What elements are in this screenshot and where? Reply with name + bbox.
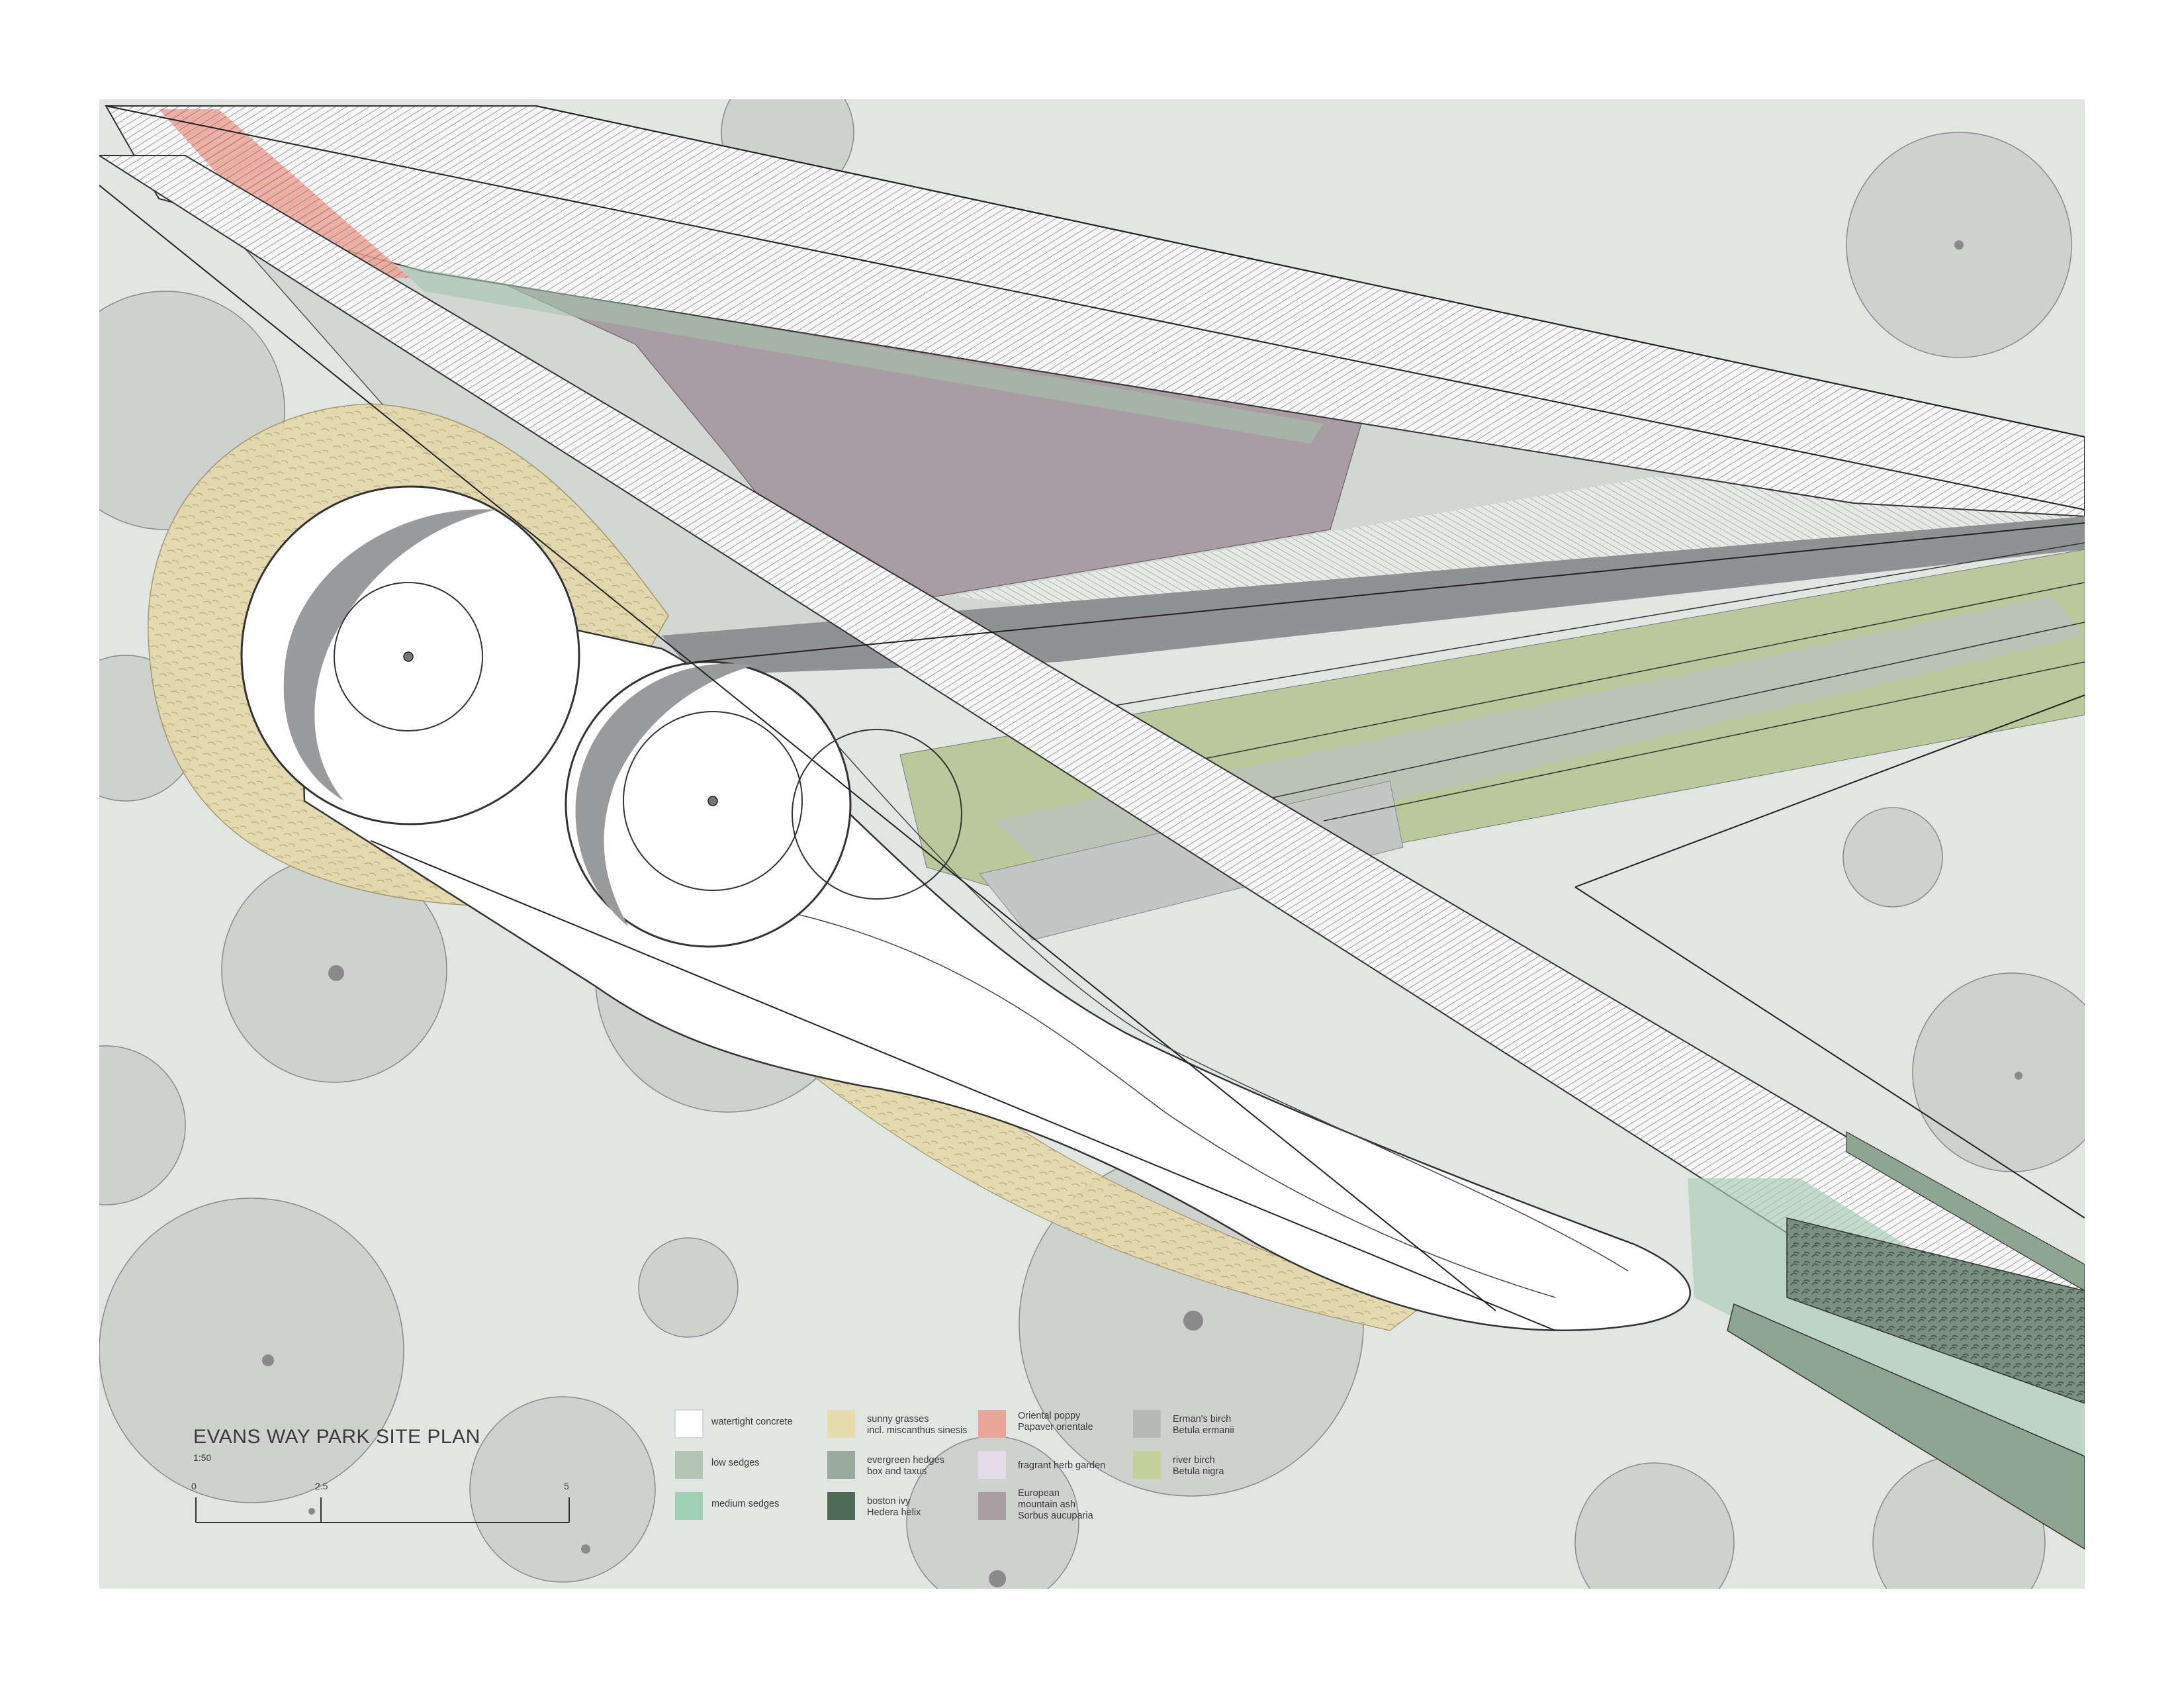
legend-swatch-medium-sedges [675, 1492, 703, 1520]
legend-label-evergreen-hedges: evergreen hedges [867, 1455, 944, 1466]
legend-label2-river-birch: Betula nigra [1173, 1466, 1224, 1477]
ramp-shadow [662, 516, 2085, 675]
diagonal-walkway [99, 155, 2085, 1338]
legend-swatch-low-sedges [675, 1451, 703, 1479]
legend-label2-oriental-poppy: Papaver orientale [1018, 1422, 1093, 1432]
east-basin-ring-2 [792, 729, 962, 900]
legend-label-ermans-birch: Erman's birch [1173, 1414, 1231, 1425]
east-basin-drain [707, 796, 718, 806]
path-edge-line [794, 913, 1556, 1298]
legend-swatch-oriental-poppy [978, 1410, 1006, 1438]
scale-bar: 0 2.5 5 [191, 1481, 570, 1523]
legend-label-oriental-poppy: Oriental poppy [1018, 1411, 1081, 1421]
legend-label-medium-sedges: medium sedges [711, 1499, 779, 1509]
legend-label2-boston-ivy: Hedera helix [867, 1507, 921, 1518]
legend-label-low-sedges: low sedges [711, 1458, 760, 1468]
scale-tick-5: 5 [564, 1481, 569, 1491]
west-basin-ring [334, 582, 483, 731]
west-basin-drain [403, 651, 414, 662]
legend-label-watertight-concrete: watertight concrete [711, 1417, 793, 1427]
legend-swatch-evergreen-hedges [827, 1451, 855, 1479]
legend-swatch-river-birch [1133, 1451, 1161, 1479]
legend-label2-sunny-grasses: incl. miscanthus sinesis [867, 1425, 968, 1436]
legend: watertight concrete low sedges medium se… [674, 1409, 1234, 1521]
poppy-bed [159, 109, 410, 278]
site-boundary-lines [99, 105, 2085, 1331]
legend-label-sunny-grasses: sunny grasses [867, 1414, 929, 1425]
east-basin-ring [623, 711, 803, 891]
legend-swatch-sunny-grasses [827, 1410, 855, 1438]
legend-label-river-birch: river birch [1173, 1455, 1215, 1466]
scale-ratio: 1:50 [193, 1452, 211, 1463]
legend-swatch-watertight-concrete [674, 1409, 704, 1438]
legend-label3-european-mountain-ash: Sorbus aucuparia [1018, 1511, 1094, 1521]
evergreen-hedge-strip-2 [1846, 1131, 2085, 1291]
west-basin-shadow [283, 509, 496, 801]
east-basin-shadow [575, 663, 754, 927]
legend-swatch-fragrant-herb-garden [978, 1451, 1006, 1479]
path-centerline [833, 741, 1629, 1272]
legend-label2-european-mountain-ash: mountain ash [1018, 1499, 1075, 1510]
low-sedge-band [397, 265, 1324, 444]
fragrant-herb-strip [953, 477, 2085, 609]
scale-tick-2-5: 2.5 [315, 1481, 328, 1491]
legend-swatch-ermans-birch [1133, 1410, 1161, 1438]
legend-swatch-european-mountain-ash [978, 1492, 1006, 1520]
scale-tick-0: 0 [191, 1481, 197, 1491]
legend-label-fragrant-herb-garden: fragrant herb garden [1018, 1460, 1105, 1471]
legend-label-boston-ivy: boston ivy [867, 1496, 911, 1507]
legend-swatch-boston-ivy [827, 1492, 855, 1520]
legend-label-european-mountain-ash: European [1018, 1488, 1060, 1499]
evergreen-hedge-strip [1727, 1303, 2085, 1550]
legend-label2-evergreen-hedges: box and taxus [867, 1466, 927, 1477]
plan-title: EVANS WAY PARK SITE PLAN [193, 1426, 480, 1448]
boston-ivy-bed [1786, 1217, 2085, 1404]
legend-label2-ermans-birch: Betula ermanii [1173, 1425, 1234, 1436]
